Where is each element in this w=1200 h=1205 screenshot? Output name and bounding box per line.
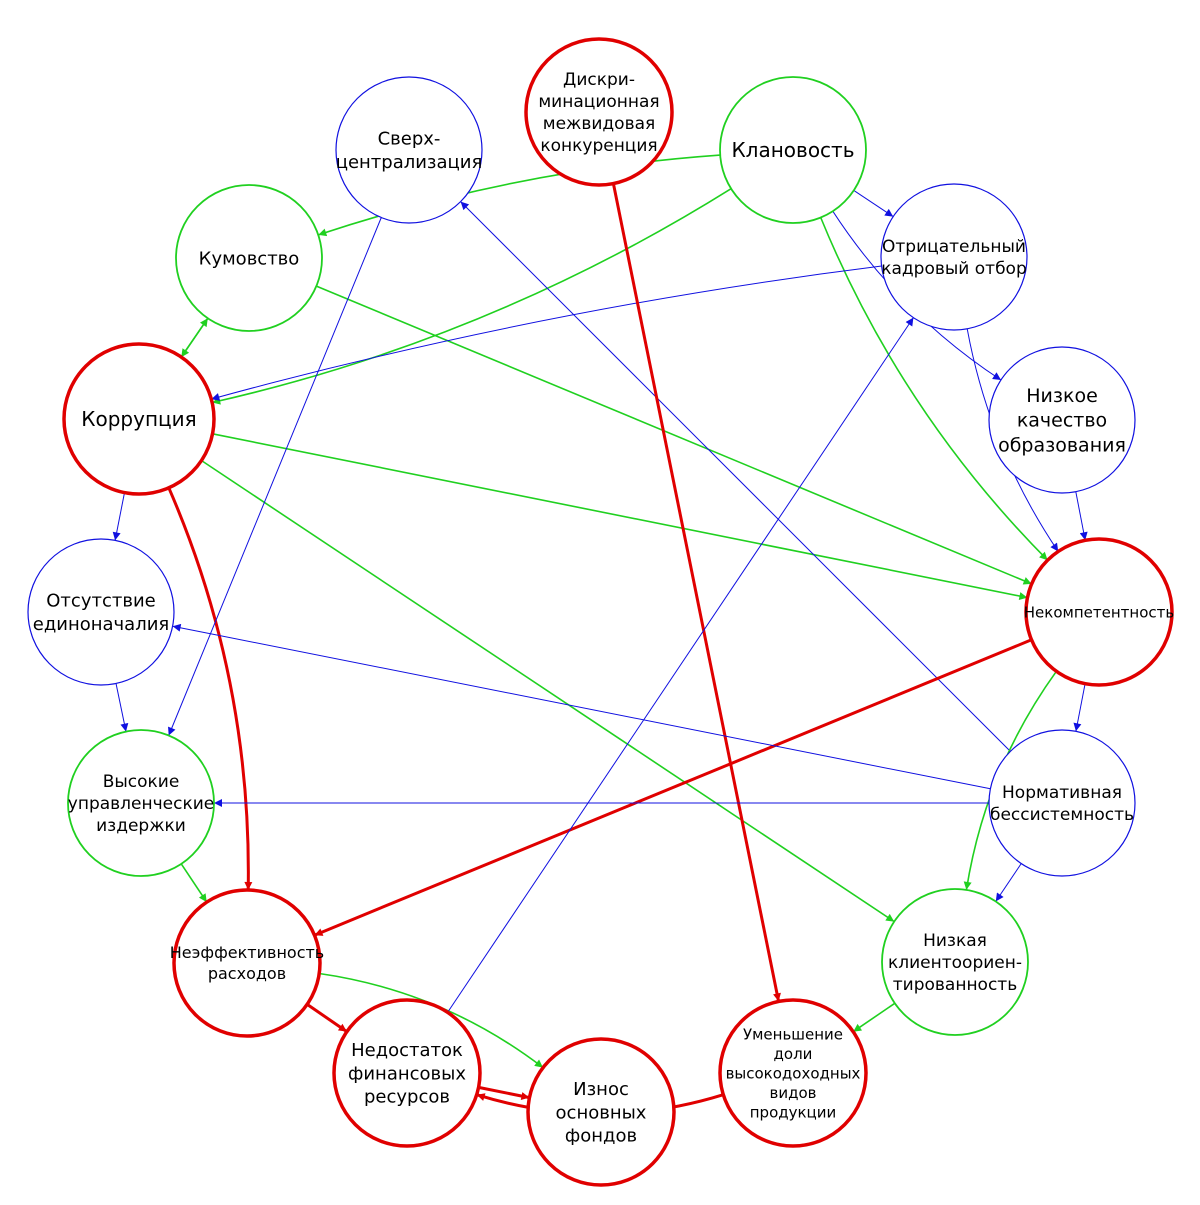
node-label-neeff-line-1: расходов — [208, 964, 286, 983]
node-label-umen-line-0: Уменьшение — [743, 1025, 843, 1043]
edge-klan-to-kumov — [318, 154, 721, 237]
edge-nedost-to-otric — [447, 317, 914, 1013]
edge-nizkaya-to-umen — [852, 1002, 896, 1033]
node-circle-nedost — [332, 998, 482, 1148]
node-circle-iznos — [526, 1037, 676, 1187]
node-label-iznos-line-0: Износ — [573, 1079, 629, 1100]
edge-normat-to-otsut — [172, 623, 991, 790]
node-label-neeff-line-0: Неэффективность — [170, 943, 324, 962]
node-circle-otsut — [27, 538, 175, 686]
node-label-diskrim-line-3: конкуренция — [540, 136, 657, 156]
edge-klan-to-nekomp — [819, 217, 1049, 561]
node-circle-otric — [880, 183, 1028, 331]
edge-korrup-to-kumov — [180, 317, 209, 358]
node-label-nedost-line-0: Недостаток — [351, 1040, 463, 1061]
node-circle-sverkh — [335, 76, 483, 224]
node-klan: Клановость — [719, 76, 867, 224]
edge-nekomp-to-neeff — [313, 638, 1033, 937]
node-label-nedost-line-1: финансовых — [348, 1063, 466, 1084]
edge-normat-to-nizkaya — [995, 863, 1022, 902]
node-circle-nizkaya — [881, 888, 1029, 1036]
node-label-otsut-line-1: единоначалия — [33, 614, 170, 635]
node-label-sverkh-line-0: Сверх- — [378, 129, 441, 150]
node-label-normat-line-1: бессистемность — [990, 805, 1134, 825]
node-label-umen-line-4: продукции — [750, 1103, 837, 1121]
node-circle-nekomp — [1024, 537, 1174, 687]
edge-neeff-to-nedost — [306, 1003, 348, 1033]
node-label-normat-line-0: Нормативная — [1002, 783, 1122, 803]
edge-korrup-to-otsut — [112, 492, 125, 541]
node-circle-klan — [719, 76, 867, 224]
edge-diskrim-to-umen — [611, 183, 781, 1002]
edge-klan-to-otric — [853, 189, 894, 218]
node-label-otsut-line-0: Отсутствие — [46, 591, 155, 612]
node-label-vysok-line-2: издержки — [96, 816, 186, 836]
node-label-otric-line-0: Отрицательный — [882, 237, 1026, 257]
node-label-diskrim-line-0: Дискри- — [563, 70, 635, 90]
edge-korrup-to-nekomp — [212, 433, 1028, 600]
node-kumov: Кумовство — [175, 184, 323, 332]
node-label-nizkoe-line-2: образования — [998, 434, 1126, 456]
node-circle-kumov — [175, 184, 323, 332]
node-label-nizkoe-line-0: Низкое — [1026, 385, 1098, 407]
node-circle-korrup — [62, 342, 216, 496]
node-label-sverkh-line-1: централизация — [336, 152, 483, 173]
node-label-vysok-line-1: управленческие — [68, 794, 214, 814]
edge-normat-to-sverkh — [460, 201, 1011, 752]
edge-korrup-to-nizkaya — [200, 459, 895, 923]
node-label-klan-line-0: Клановость — [731, 138, 854, 162]
node-label-nizkoe-line-1: качество — [1017, 410, 1107, 432]
edge-kumov-to-nekomp — [316, 285, 1032, 585]
node-label-kumov-line-0: Кумовство — [199, 248, 300, 269]
nodes-layer: Дискри-минационнаямежвидоваяконкуренцияС… — [27, 37, 1174, 1187]
node-circle-vysok — [67, 729, 215, 877]
node-label-nizkaya-line-1: клиентоориен- — [888, 953, 1022, 973]
edge-nizkoe-to-nekomp — [1075, 491, 1088, 541]
node-label-iznos-line-1: основных — [556, 1102, 647, 1123]
edge-klan-to-korrup — [212, 188, 732, 405]
edge-sverkh-to-vysok — [168, 217, 382, 736]
node-label-umen-line-1: доли — [774, 1045, 813, 1063]
node-circle-umen — [718, 998, 868, 1148]
node-label-umen-line-3: видов — [770, 1084, 817, 1102]
node-label-diskrim-line-1: минационная — [538, 92, 659, 112]
edge-nekomp-to-normat — [1073, 683, 1086, 732]
node-sverkh: Сверх-централизация — [335, 76, 483, 224]
edge-otric-to-korrup — [211, 265, 882, 401]
node-label-diskrim-line-2: межвидовая — [543, 114, 655, 134]
node-label-vysok-line-0: Высокие — [103, 772, 180, 792]
node-label-korrup-line-0: Коррупция — [81, 407, 196, 431]
node-label-nekomp-line-0: Некомпетентность — [1024, 603, 1174, 621]
node-label-otric-line-1: кадровый отбор — [881, 259, 1027, 279]
edge-vysok-to-neeff — [180, 863, 208, 903]
edge-nedost-to-iznos — [478, 1085, 530, 1100]
node-circle-nizkoe — [988, 346, 1136, 494]
node-label-iznos-line-2: фондов — [565, 1126, 637, 1147]
node-korrup: Коррупция — [62, 342, 216, 496]
node-neeff: Неэффективность расходов — [170, 888, 324, 1038]
edge-korrup-to-neeff — [167, 487, 253, 891]
node-nekomp: Некомпетентность — [1024, 537, 1174, 687]
node-circle-neeff — [172, 888, 322, 1038]
node-label-nizkaya-line-2: тированность — [893, 975, 1017, 995]
node-label-nedost-line-2: ресурсов — [364, 1087, 450, 1108]
node-circle-diskrim — [524, 37, 674, 187]
node-label-nizkaya-line-0: Низкая — [923, 931, 987, 951]
node-circle-normat — [988, 729, 1136, 877]
node-label-umen-line-2: высокодоходных — [726, 1064, 861, 1082]
edge-otsut-to-vysok — [115, 683, 129, 732]
